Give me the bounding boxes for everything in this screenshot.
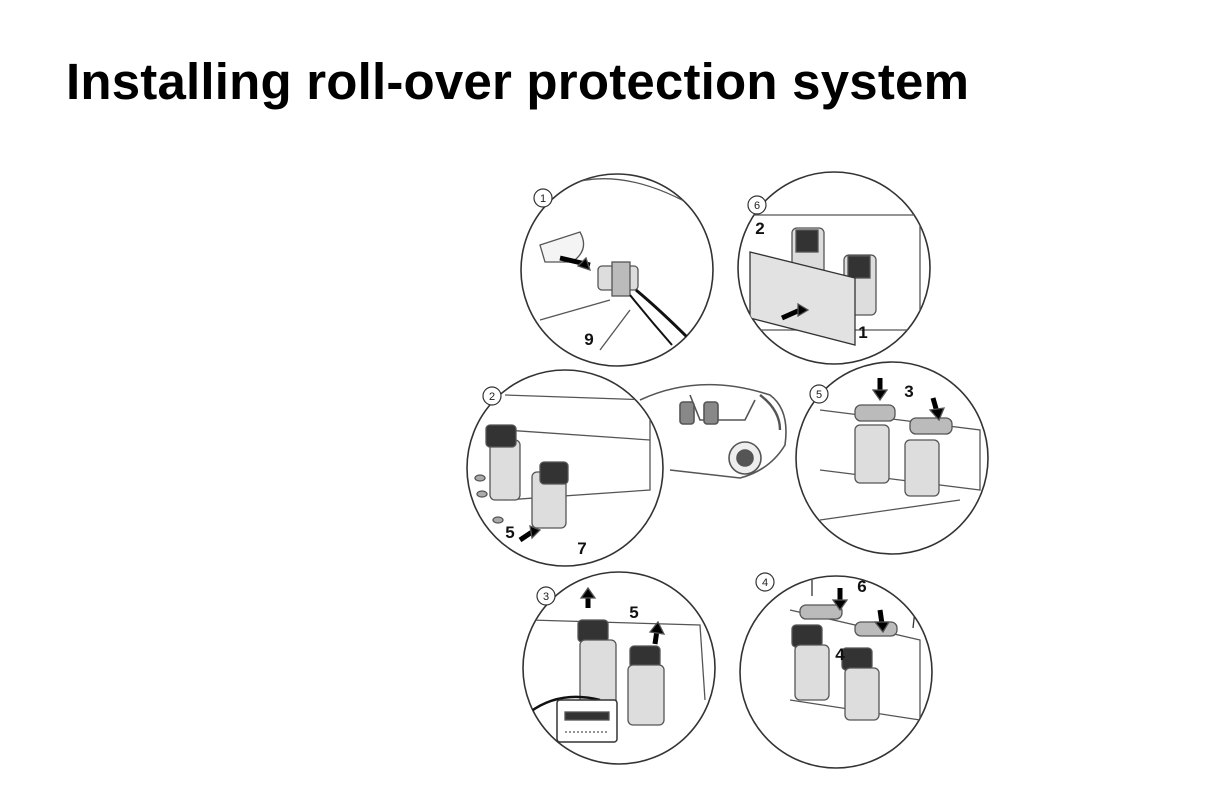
- panel-step-4: 4 6 4: [739, 572, 933, 769]
- step-number: 1: [540, 193, 546, 205]
- page-title: Installing roll-over protection system: [66, 53, 970, 110]
- panel-step-3: 3 5: [522, 571, 716, 765]
- step-number: 6: [754, 200, 760, 212]
- panel-step-1: 1 9: [520, 173, 714, 367]
- step-number: 3: [543, 591, 549, 603]
- car-illustration: [639, 383, 787, 479]
- callout-label: 1: [858, 323, 867, 342]
- panel-step-2: 2 5 7: [466, 369, 664, 567]
- callout-label: 5: [505, 523, 514, 542]
- callout-label: 2: [755, 219, 764, 238]
- step-number: 2: [489, 391, 495, 403]
- panel-step-6: 6 2 1: [737, 171, 931, 365]
- panel-step-5: 5 3: [795, 361, 989, 555]
- callout-label: 5: [629, 603, 638, 622]
- step-number: 5: [816, 389, 822, 401]
- callout-label: 9: [584, 330, 593, 349]
- step-number: 4: [762, 577, 768, 589]
- callout-label: 7: [577, 539, 586, 558]
- callout-label: 3: [904, 382, 913, 401]
- callout-label: 4: [835, 645, 845, 664]
- callout-label: 6: [857, 577, 866, 596]
